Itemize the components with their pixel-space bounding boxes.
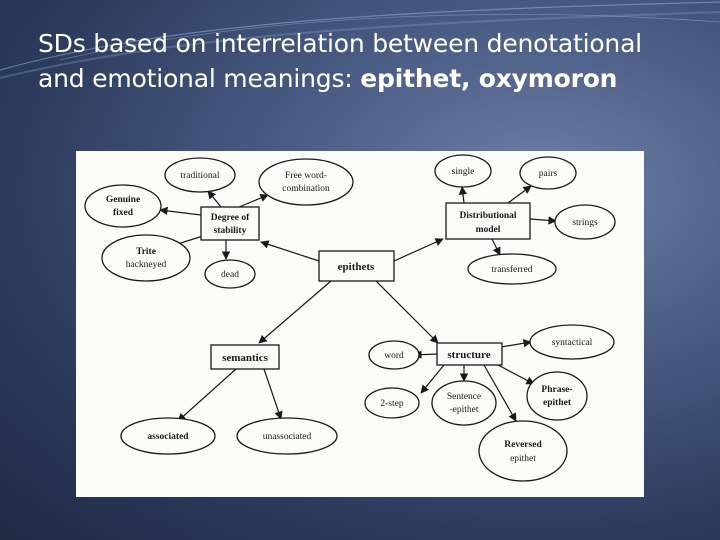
edge-epithets-structure xyxy=(376,281,438,343)
node-unassociated: unassociated xyxy=(237,418,337,454)
edge-distributional-single xyxy=(462,187,464,203)
title-line-2: and emotional meanings: epithet, oxymoro… xyxy=(38,61,698,96)
node-pairs: pairs xyxy=(520,157,576,189)
node-transferred-label: transferred xyxy=(491,264,532,275)
node-genuine-fixed: Genuine fixed xyxy=(85,185,161,227)
node-syntactical-label: syntactical xyxy=(552,338,593,348)
node-trite-label-1: Trite xyxy=(136,247,156,257)
edge-distributional-pairs xyxy=(508,186,531,203)
edge-distributional-transferred xyxy=(492,239,500,255)
diagram-canvas: traditional Free word- combination Genui… xyxy=(76,151,644,497)
node-strings: strings xyxy=(555,205,615,239)
node-epithets-label: epithets xyxy=(338,261,375,273)
node-unassociated-label: unassociated xyxy=(263,432,312,442)
node-reversed-label-2: epithet xyxy=(510,454,536,464)
node-trite-label-2: hackneyed xyxy=(126,260,167,270)
node-phrase-label-1: Phrase- xyxy=(541,385,572,395)
edge-distributional-strings xyxy=(530,219,556,221)
edge-degree-freeword xyxy=(239,195,268,207)
node-dead-label: dead xyxy=(221,270,239,280)
epithet-classification-diagram: traditional Free word- combination Genui… xyxy=(76,151,644,497)
edge-structure-syntactical xyxy=(501,342,531,347)
edge-degree-traditional xyxy=(208,191,221,207)
node-free-word-label-1: Free word- xyxy=(285,171,327,181)
edge-semantics-associated xyxy=(178,369,236,421)
node-free-word-label-2: combination xyxy=(282,184,330,194)
node-traditional: traditional xyxy=(165,158,235,192)
node-dead: dead xyxy=(205,260,255,288)
node-free-word-combination: Free word- combination xyxy=(259,159,353,205)
node-semantics: semantics xyxy=(211,345,279,369)
node-distributional-label-1: Distributional xyxy=(459,211,516,221)
slide-title: SDs based on interrelation between denot… xyxy=(38,26,698,96)
node-degree-of-stability: Degree of stability xyxy=(201,207,259,240)
node-genuine-label-1: Genuine xyxy=(106,195,140,205)
node-syntactical: syntactical xyxy=(530,325,614,359)
node-genuine-label-2: fixed xyxy=(113,208,134,218)
node-associated: associated xyxy=(121,418,215,454)
node-semantics-label: semantics xyxy=(222,352,269,364)
title-line-2-plain: and emotional meanings: xyxy=(38,64,360,93)
edge-degree-genuine xyxy=(160,210,201,215)
edge-epithets-semantics xyxy=(259,281,331,343)
node-traditional-label: traditional xyxy=(180,171,219,181)
title-line-2-bold: epithet, oxymoron xyxy=(360,64,617,93)
node-phrase-epithet: Phrase- epithet xyxy=(527,372,587,420)
node-sentence-label-2: -epithet xyxy=(449,405,478,415)
node-phrase-label-2: epithet xyxy=(543,398,572,408)
node-two-step-label: 2-step xyxy=(380,399,403,409)
node-epithets: epithets xyxy=(319,251,394,281)
node-reversed-epithet: Reversed epithet xyxy=(479,421,567,481)
node-degree-label-1: Degree of xyxy=(211,213,250,223)
node-degree-label-2: stability xyxy=(214,226,247,236)
node-word: word xyxy=(369,341,419,369)
node-distributional-label-2: model xyxy=(476,225,501,235)
node-sentence-label-1: Sentence xyxy=(447,392,481,402)
node-word-label: word xyxy=(384,351,404,361)
node-transferred: transferred xyxy=(468,254,556,284)
node-associated-label: associated xyxy=(147,432,189,442)
edge-epithets-distributional xyxy=(394,239,443,261)
node-single: single xyxy=(435,155,491,187)
node-strings-label: strings xyxy=(572,218,598,228)
edge-semantics-unassociated xyxy=(264,369,281,419)
title-line-1: SDs based on interrelation between denot… xyxy=(38,26,698,61)
node-structure: structure xyxy=(437,343,502,365)
node-two-step: 2-step xyxy=(365,388,419,418)
node-reversed-label-1: Reversed xyxy=(504,440,542,450)
node-trite-hackneyed: Trite hackneyed xyxy=(102,235,190,281)
node-pairs-label: pairs xyxy=(539,169,558,179)
node-structure-label: structure xyxy=(447,349,490,361)
edge-structure-phrase xyxy=(498,365,534,384)
node-distributional-model: Distributional model xyxy=(446,203,530,239)
node-sentence-epithet: Sentence -epithet xyxy=(432,381,496,425)
node-single-label: single xyxy=(452,167,475,177)
edge-epithets-degree xyxy=(261,242,319,261)
